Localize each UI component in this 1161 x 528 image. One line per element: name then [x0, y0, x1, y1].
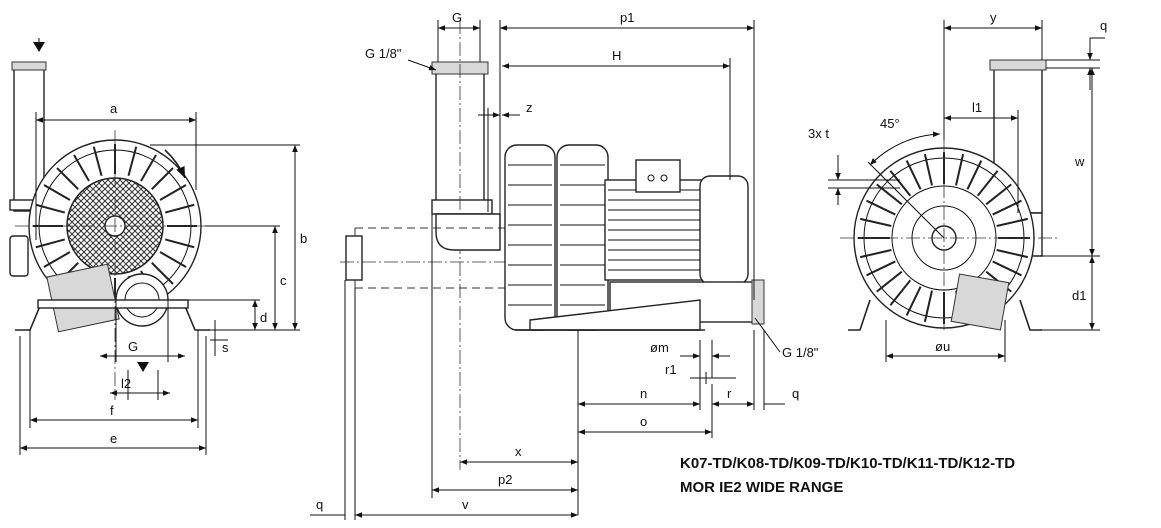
rib: [992, 199, 1022, 216]
rib: [905, 286, 922, 316]
rib: [127, 146, 138, 177]
rib: [35, 203, 66, 214]
dim-q-side-left: q: [316, 497, 323, 512]
dim-y: y: [990, 10, 997, 25]
rib: [43, 251, 71, 268]
dim-d: d: [260, 310, 267, 325]
dim-G-front: G: [128, 339, 138, 354]
label-G18-top: G 1/8": [365, 46, 402, 61]
dim-G-side: G: [452, 10, 462, 25]
dim-l2: l2: [121, 376, 131, 391]
rib: [859, 217, 892, 227]
rib: [56, 167, 79, 190]
blower-stage: [556, 144, 609, 331]
label-G18-bottom: G 1/8": [782, 345, 819, 360]
dim-q-rear: q: [1100, 18, 1107, 33]
dim-s: s: [222, 340, 229, 355]
dim-om: øm: [650, 340, 669, 355]
rib: [140, 154, 157, 182]
rib: [151, 262, 174, 285]
dim-t: 3x t: [808, 126, 829, 141]
inlet-arrow-icon: [33, 42, 45, 52]
rib: [859, 249, 892, 259]
dim-f: f: [110, 403, 114, 418]
dim-H: H: [612, 48, 621, 63]
dim-x: x: [515, 444, 522, 459]
dim-ou: øu: [935, 339, 950, 354]
dim-d1: d1: [1072, 288, 1086, 303]
rib: [164, 238, 195, 249]
rib: [164, 203, 195, 214]
rib: [866, 260, 896, 277]
rib: [35, 238, 66, 249]
side-view: G G 1/8" p1 H z G 1/8" øm r1 n: [310, 10, 819, 520]
rib: [976, 170, 999, 197]
dim-p1: p1: [620, 10, 634, 25]
rib: [992, 260, 1022, 277]
rib: [889, 170, 912, 197]
rib: [955, 153, 965, 186]
dim-b: b: [300, 231, 307, 246]
dim-o: o: [640, 414, 647, 429]
rib: [73, 154, 90, 182]
dim-r: r: [727, 386, 732, 401]
dim-r1: r1: [665, 362, 677, 377]
dim-p2: p2: [498, 472, 512, 487]
dim-a: a: [110, 101, 118, 116]
rib: [159, 251, 187, 268]
dim-z: z: [526, 100, 533, 115]
dim-l1: l1: [972, 100, 982, 115]
rib: [996, 249, 1029, 259]
model-subtitle: MOR IE2 WIDE RANGE: [680, 479, 843, 496]
rib: [905, 160, 922, 190]
rib: [876, 270, 903, 293]
rib: [159, 184, 187, 201]
rib: [996, 217, 1029, 227]
rib: [923, 290, 933, 323]
rear-view: y q l1 45° 3x t w d1 øu: [808, 10, 1107, 362]
rib: [866, 199, 896, 216]
dim-v: v: [462, 497, 469, 512]
blower-stage: [504, 144, 556, 331]
blower-stages: [504, 144, 609, 331]
dim-c: c: [280, 273, 287, 288]
dim-n: n: [640, 386, 647, 401]
model-title: K07-TD/K08-TD/K09-TD/K10-TD/K11-TD/K12-T…: [680, 455, 1015, 472]
outlet-arrow-icon: [137, 362, 149, 372]
rib: [966, 160, 983, 190]
rib: [985, 183, 1012, 206]
rib: [43, 184, 71, 201]
rib: [151, 167, 174, 190]
dim-angle: 45°: [880, 116, 900, 131]
front-view: a b c d s G l2 f e: [9, 38, 307, 455]
dim-w: w: [1074, 154, 1085, 169]
rib: [92, 146, 103, 177]
rib: [889, 279, 912, 306]
dim-q-side-right: q: [792, 386, 799, 401]
dim-e: e: [110, 431, 117, 446]
